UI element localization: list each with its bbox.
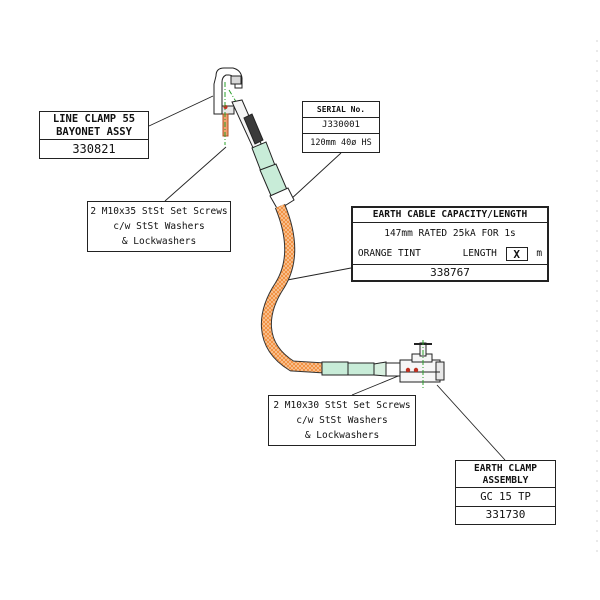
line-clamp-label: LINE CLAMP 55 BAYONET ASSY 330821 — [39, 111, 149, 159]
length-label: LENGTH — [462, 248, 497, 259]
screws-bottom-line2: c/w StSt Washers — [296, 415, 388, 426]
earth-clamp-name-line2: ASSEMBLY — [482, 475, 529, 486]
earth-cable-rating: 147mm RATED 25kA FOR 1s — [384, 228, 516, 239]
earth-cable-heading: EARTH CABLE CAPACITY/LENGTH — [353, 208, 547, 223]
earth-cable-braid — [261, 204, 326, 373]
line-clamp-part-number: 330821 — [72, 142, 116, 156]
screws-bottom-text: 2 M10x30 StSt Set Screws c/w StSt Washer… — [269, 396, 415, 443]
leader-line-clamp — [148, 95, 214, 127]
line-clamp-name-line2: BAYONET ASSY — [56, 126, 132, 138]
bayonet-arm — [231, 99, 264, 151]
screws-bottom-line1: 2 M10x30 StSt Set Screws — [273, 400, 411, 411]
screws-top-line2: c/w StSt Washers — [113, 221, 205, 232]
serial-label: SERIAL No. J330001 120mm 40ø HS — [302, 101, 380, 153]
earth-cable-part-number: 338767 — [430, 266, 470, 279]
screws-top-line3: & Lockwashers — [121, 236, 197, 247]
screws-top-text: 2 M10x35 StSt Set Screws c/w StSt Washer… — [88, 202, 230, 249]
screws-top-line1: 2 M10x35 StSt Set Screws — [90, 206, 228, 217]
earth-cable-label: EARTH CABLE CAPACITY/LENGTH 147mm RATED … — [351, 206, 549, 282]
screws-bottom-line3: & Lockwashers — [304, 430, 380, 441]
earth-clamp-body — [399, 342, 445, 383]
screws-bottom-note: 2 M10x30 StSt Set Screws c/w StSt Washer… — [268, 395, 416, 446]
leader-lines — [148, 95, 506, 461]
earth-clamp-label: EARTH CLAMP ASSEMBLY GC 15 TP 331730 — [455, 460, 556, 525]
line-clamp-name-line1: LINE CLAMP 55 — [52, 113, 136, 125]
length-value-box: X — [505, 246, 528, 261]
leader-screws-top — [164, 146, 227, 202]
earth-cable-tint: ORANGE TINT — [357, 248, 421, 259]
screws-top-note: 2 M10x35 StSt Set Screws c/w StSt Washer… — [87, 201, 231, 252]
upper-ferrule — [251, 141, 295, 211]
earth-clamp-name-line1: EARTH CLAMP — [474, 463, 537, 474]
leader-earth-cable — [281, 267, 352, 282]
earth-clamp-name: EARTH CLAMP ASSEMBLY — [456, 461, 555, 488]
serial-spec: 120mm 40ø HS — [310, 138, 372, 148]
earth-cable-length-row: ORANGE TINT LENGTH X m — [353, 243, 547, 265]
leader-serial — [289, 152, 342, 201]
serial-number: J330001 — [303, 118, 379, 134]
earth-clamp-part-number: 331730 — [485, 508, 526, 521]
earth-clamp-model: GC 15 TP — [456, 488, 555, 507]
leader-earth-clamp — [436, 384, 506, 461]
serial-heading: SERIAL No. — [303, 102, 379, 118]
lower-ferrule — [321, 361, 403, 377]
line-clamp-name: LINE CLAMP 55 BAYONET ASSY — [40, 112, 148, 140]
length-unit: m — [536, 248, 543, 259]
